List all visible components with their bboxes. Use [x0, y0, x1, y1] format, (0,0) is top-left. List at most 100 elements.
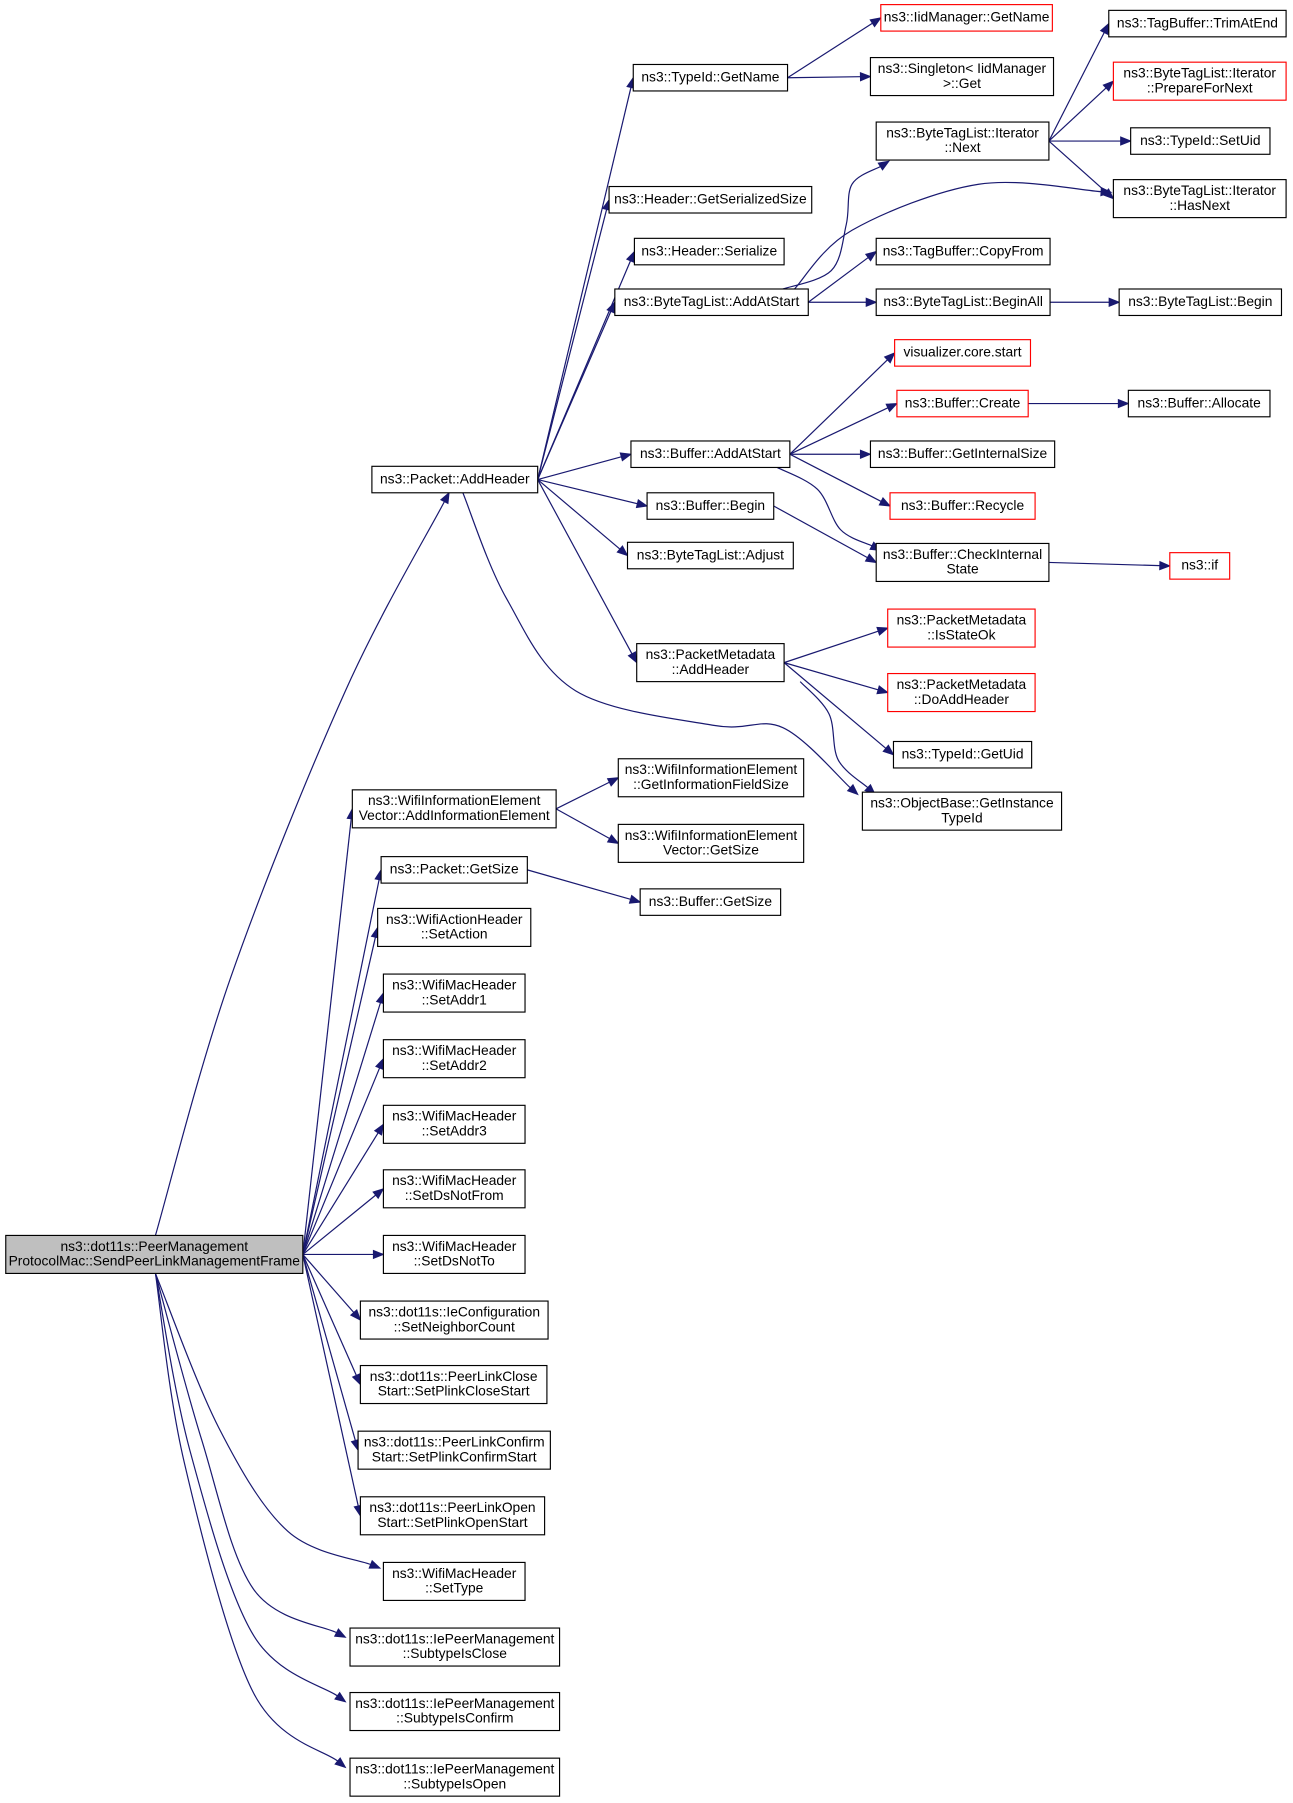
node-plinkconfirm[interactable]: ns3::dot11s::PeerLinkConfirmStart::SetPl… [357, 1430, 551, 1470]
node-singletonget[interactable]: ns3::Singleton< IidManager>::Get [869, 56, 1055, 97]
node-box [382, 973, 526, 1013]
node-btladjust[interactable]: ns3::ByteTagList::Adjust [626, 541, 794, 570]
edge-line [302, 1194, 377, 1255]
node-box [887, 608, 1036, 648]
node-setaction[interactable]: ns3::WifiActionHeader::SetAction [377, 907, 532, 948]
node-btlbeginall[interactable]: ns3::ByteTagList::BeginAll [875, 288, 1051, 317]
node-bufbegin[interactable]: ns3::Buffer::Begin [646, 492, 775, 520]
node-hdrgetser[interactable]: ns3::Header::GetSerializedSize [608, 185, 813, 214]
node-pmdoaddheader[interactable]: ns3::PacketMetadata::DoAddHeader [887, 672, 1036, 713]
node-label: Start::SetPlinkOpenStart [377, 1515, 527, 1530]
node-pmisstateok[interactable]: ns3::PacketMetadata::IsStateOk [887, 608, 1036, 648]
edge-arrowhead [876, 685, 890, 695]
node-box [875, 542, 1050, 583]
edge-arrowhead [846, 783, 859, 796]
node-pmaddheader[interactable]: ns3::PacketMetadata::AddHeader [636, 643, 785, 683]
node-setdsnotto[interactable]: ns3::WifiMacHeader::SetDsNotTo [382, 1234, 526, 1275]
edge-btlitnext-to-btlitprepare [1048, 80, 1115, 142]
node-setneighbor[interactable]: ns3::dot11s::IeConfiguration::SetNeighbo… [359, 1300, 549, 1340]
node-iidgetname[interactable]: ns3::IidManager::GetName [880, 4, 1053, 32]
node-root[interactable]: ns3::dot11s::PeerManagementProtocolMac::… [5, 1234, 304, 1275]
node-bufgetsize[interactable]: ns3::Buffer::GetSize [639, 888, 782, 916]
edge-arrowhead [864, 250, 878, 262]
node-box [633, 237, 785, 266]
edge-bufcheckinternal-to-nsif [1048, 560, 1172, 571]
edge-arrowhead [616, 545, 629, 557]
node-typesetuid[interactable]: ns3::TypeId::SetUid [1130, 127, 1271, 155]
edge-bufbegin-to-bufcheckinternal [773, 505, 878, 564]
edge-line [1048, 561, 1160, 567]
node-btlbegin[interactable]: ns3::ByteTagList::Begin [1118, 288, 1283, 317]
node-tbtrim[interactable]: ns3::TagBuffer::TrimAtEnd [1108, 9, 1287, 38]
node-typegetuid[interactable]: ns3::TypeId::GetUid [892, 740, 1033, 769]
edge-arrowhead [877, 160, 891, 171]
node-box [875, 121, 1050, 161]
node-wiegetinfo[interactable]: ns3::WifiInformationElement::GetInformat… [617, 758, 805, 798]
node-btlitprepare[interactable]: ns3::ByteTagList::Iterator::PrepareForNe… [1112, 61, 1287, 101]
node-hdrser[interactable]: ns3::Header::Serialize [633, 237, 785, 266]
node-pktgetsize[interactable]: ns3::Packet::GetSize [380, 856, 528, 884]
node-plinkopen[interactable]: ns3::dot11s::PeerLinkOpenStart::SetPlink… [359, 1496, 546, 1536]
edge-root-to-subclose [154, 1273, 347, 1638]
node-setdsnotfrom[interactable]: ns3::WifiMacHeader::SetDsNotFrom [382, 1169, 526, 1209]
node-label: ns3::Buffer::AddAtStart [640, 446, 781, 461]
node-setaddr3[interactable]: ns3::WifiMacHeader::SetAddr3 [382, 1104, 526, 1144]
node-plinkclose[interactable]: ns3::dot11s::PeerLinkCloseStart::SetPlin… [359, 1364, 548, 1405]
edge-bufaddatstart-to-bufrecycle [789, 453, 892, 507]
node-btlithasnext[interactable]: ns3::ByteTagList::Iterator::HasNext [1112, 179, 1287, 219]
node-label: ns3::Buffer::Begin [656, 498, 765, 513]
edge-arrowhead [334, 1757, 347, 1769]
edge-line [537, 456, 622, 481]
edge-arrowhead [606, 777, 620, 787]
node-box [894, 339, 1032, 367]
node-subconfirm[interactable]: ns3::dot11s::IePeerManagement::SubtypeIs… [349, 1691, 561, 1732]
edge-arrowhead [368, 1559, 382, 1569]
edge-line [789, 453, 882, 502]
call-edges [154, 17, 1172, 1769]
node-vizstart[interactable]: visualizer.core.start [894, 339, 1032, 367]
node-box [646, 492, 775, 520]
edge-addheader-to-pmaddheader [537, 479, 638, 664]
node-bufrecycle[interactable]: ns3::Buffer::Recycle [889, 492, 1036, 520]
node-label: ns3::dot11s::PeerLinkOpen [369, 1500, 535, 1515]
node-nsif[interactable]: ns3::if [1169, 552, 1231, 580]
edge-arrowhead [375, 1057, 384, 1071]
node-label: ::SetType [425, 1581, 484, 1596]
node-btlitnext[interactable]: ns3::ByteTagList::Iterator::Next [875, 121, 1050, 161]
node-wievecgetsize[interactable]: ns3::WifiInformationElementVector::GetSi… [617, 823, 805, 863]
node-box [636, 643, 785, 683]
edge-line [787, 22, 873, 79]
node-subopen[interactable]: ns3::dot11s::IePeerManagement::SubtypeIs… [349, 1757, 561, 1797]
edge-btladdatstart-to-tbcopyfrom [807, 250, 878, 303]
node-setaddr1[interactable]: ns3::WifiMacHeader::SetAddr1 [382, 973, 526, 1013]
node-label: ns3::Buffer::CheckInternal [883, 547, 1042, 562]
node-subclose[interactable]: ns3::dot11s::IePeerManagement::SubtypeIs… [349, 1627, 561, 1667]
node-box [875, 288, 1051, 317]
node-box [377, 907, 532, 948]
node-label: ns3::dot11s::IeConfiguration [368, 1304, 540, 1319]
node-bufaddatstart[interactable]: ns3::Buffer::AddAtStart [630, 440, 791, 469]
node-setaddr2[interactable]: ns3::WifiMacHeader::SetAddr2 [382, 1039, 526, 1079]
node-bufgetinternal[interactable]: ns3::Buffer::GetInternalSize [869, 440, 1056, 469]
edge-line [537, 209, 608, 480]
node-tbcopyfrom[interactable]: ns3::TagBuffer::CopyFrom [875, 237, 1051, 266]
node-typegetname[interactable]: ns3::TypeId::GetName [632, 63, 789, 92]
edge-root-to-settype [154, 1273, 382, 1569]
node-btladdatstart[interactable]: ns3::ByteTagList::AddAtStart [614, 288, 809, 317]
node-bufcreate[interactable]: ns3::Buffer::Create [896, 389, 1029, 418]
node-addheader[interactable]: ns3::Packet::AddHeader [371, 465, 539, 494]
node-box [359, 1496, 546, 1536]
edge-line [537, 87, 632, 480]
edge-btladdatstart-to-btlithasnext [794, 181, 1113, 290]
edge-line [776, 466, 873, 547]
node-bufallocate[interactable]: ns3::Buffer::Allocate [1127, 389, 1271, 418]
node-box [382, 1169, 526, 1209]
node-label: ns3::WifiMacHeader [392, 1109, 517, 1124]
node-wieadd[interactable]: ns3::WifiInformationElementVector::AddIn… [351, 789, 557, 829]
node-settype[interactable]: ns3::WifiMacHeader::SetType [382, 1561, 526, 1601]
node-box [349, 1627, 561, 1667]
edge-line [302, 1067, 381, 1255]
node-label: ::Next [945, 140, 981, 155]
